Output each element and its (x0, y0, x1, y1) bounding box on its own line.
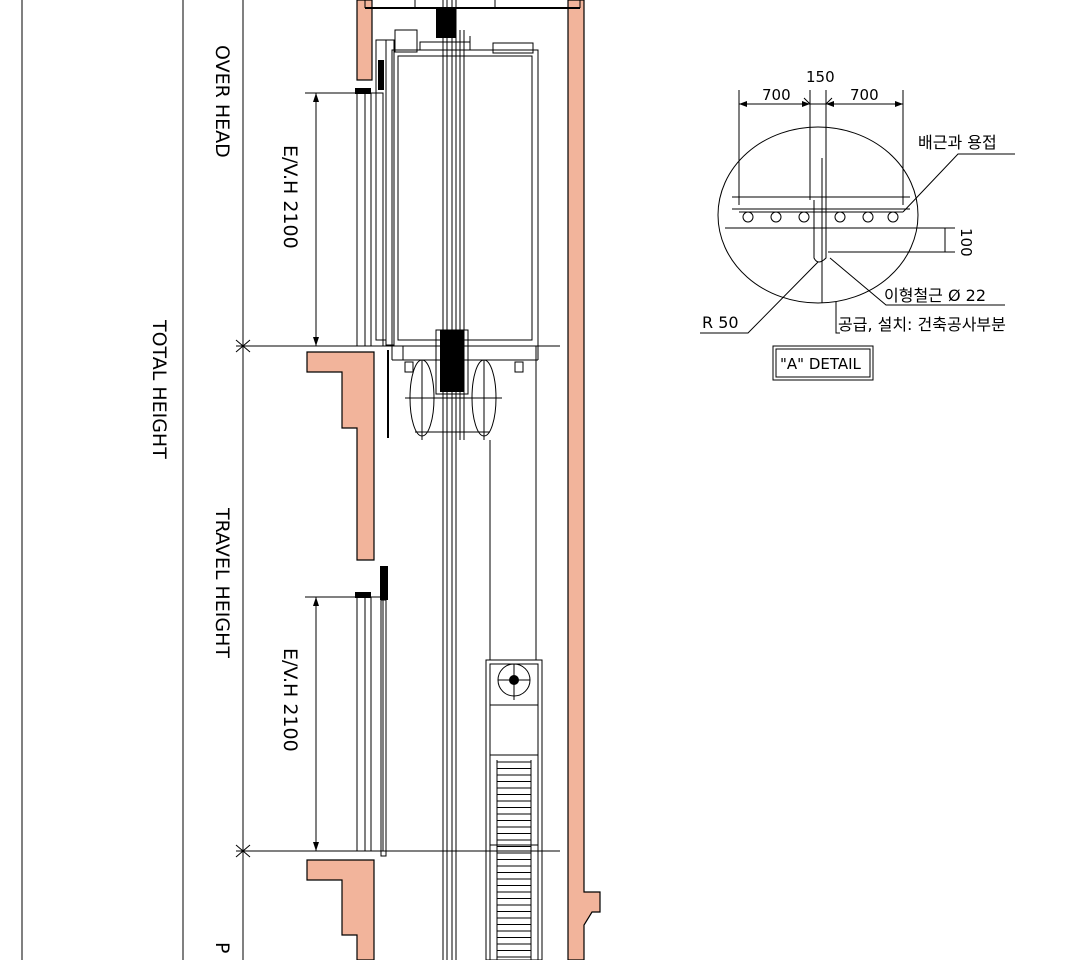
evh-top-dim (305, 92, 355, 346)
rear-wall (567, 0, 601, 960)
top-beam (364, 0, 581, 9)
evh-bottom-label: E/V.H 2100 (279, 648, 301, 752)
dim-150: 150 (806, 68, 835, 86)
radius-note: R 50 (702, 313, 739, 332)
landing-door-upper (355, 88, 384, 347)
dim-700-left: 700 (762, 86, 791, 104)
evh-bottom-dim (305, 596, 355, 851)
detail-title: "A" DETAIL (780, 355, 862, 373)
counterweight (485, 659, 543, 960)
weld-note: 배근과 용접 (918, 133, 997, 152)
bar-note: 이형철근 Ø 22 (884, 286, 986, 305)
supply-note: 공급, 설치: 건축공사부분 (838, 315, 1006, 334)
level-ticks (235, 339, 560, 858)
dim-100: 100 (957, 228, 975, 257)
total-height-label: TOTAL HEIGHT (148, 319, 170, 459)
detail-title-box (772, 345, 874, 381)
bottom-cut-label: P (211, 942, 233, 953)
front-wall (306, 0, 375, 960)
counterweight-plates (497, 761, 531, 958)
car-bottom-equipment (405, 329, 502, 440)
over-head-label: OVER HEAD (211, 45, 233, 158)
elevator-car (391, 8, 539, 373)
dim-700-right: 700 (850, 86, 879, 104)
detail-ellipse (717, 126, 919, 304)
ropes (402, 346, 537, 660)
travel-height-label: TRAVEL HEIGHT (211, 507, 233, 658)
rebar-circles (739, 211, 903, 223)
landing-door-lower (355, 566, 388, 857)
guide-rail (442, 0, 465, 960)
a-detail: 150 700 700 100 배근과 용접 이형철근 Ø 22 R 50 (700, 68, 1015, 381)
car-door-frame (375, 39, 395, 438)
evh-top-label: E/V.H 2100 (279, 145, 301, 249)
